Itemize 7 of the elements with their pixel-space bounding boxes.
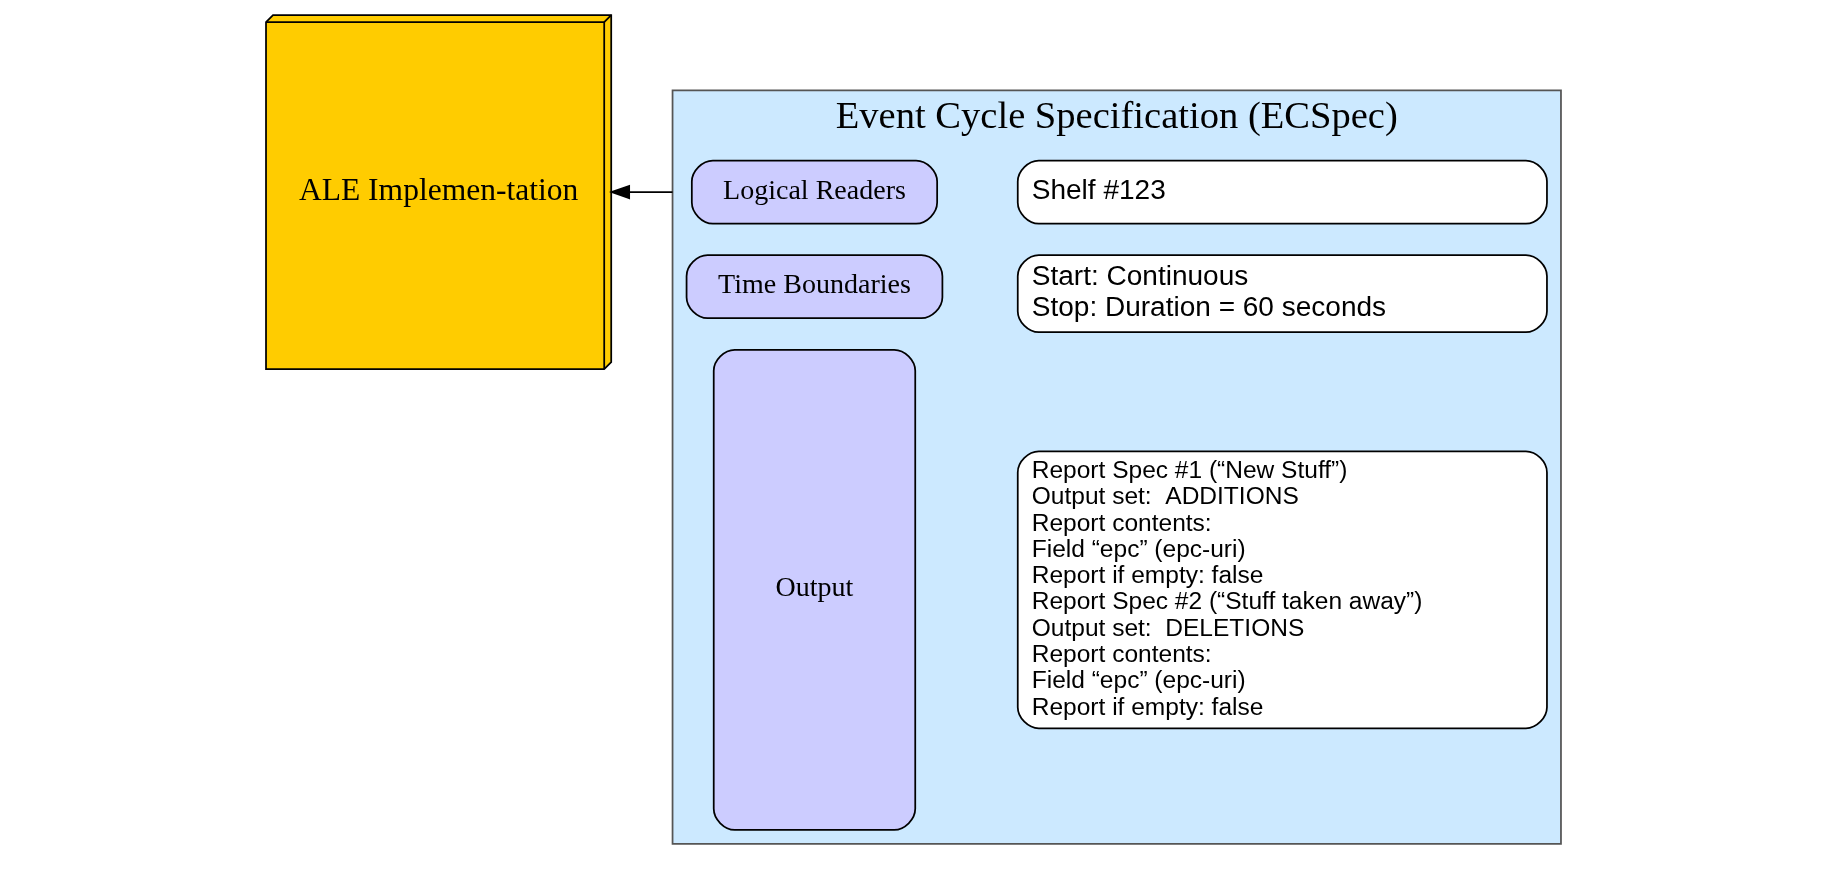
node-box: Output <box>712 348 917 831</box>
node-box: Report Spec #1 (“New Stuff”) Output set: ADDITIONS Report contents: Field “epc” (epc-uri) Report if empty: false Report Spec #2 (“Stuff taken away”) Output set: DELETIONS Report contents: Field “epc” (epc-uri) Report if empty: false <box>1016 450 1548 730</box>
arrow <box>609 184 674 200</box>
node-box: Logical Readers <box>690 159 939 225</box>
node-box: Time Boundaries <box>685 254 944 320</box>
node-box: Start: Continuous Stop: Duration = 60 seconds <box>1016 254 1548 334</box>
node-box: Shelf #123 <box>1016 159 1548 225</box>
